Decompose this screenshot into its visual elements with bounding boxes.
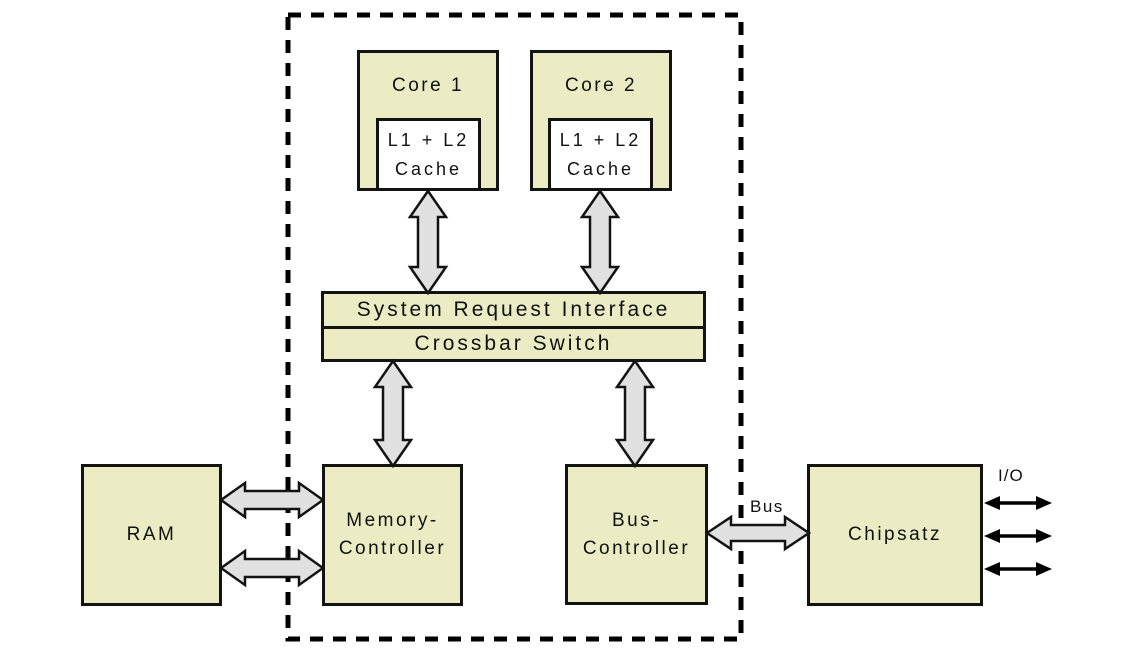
memory-controller-line2: Controller — [338, 538, 447, 559]
ram-box: RAM — [81, 464, 222, 606]
io-arrow-1-right-head — [1036, 496, 1052, 510]
core2-label: Core 2 — [564, 75, 638, 96]
arrow-cache1-sri — [407, 188, 449, 296]
memory-controller-line1: Memory- — [346, 510, 439, 531]
io-arrow-3 — [984, 562, 1052, 576]
io-arrow-2-left-head — [984, 529, 1000, 543]
system-request-interface-label: System Request Interface — [356, 298, 671, 321]
core2-cache-line2: Cache — [566, 158, 635, 179]
ram-label: RAM — [126, 524, 177, 545]
io-arrow-1 — [984, 496, 1052, 510]
chipset-box: Chipsatz — [807, 464, 983, 606]
arrow-bus-controller-chipset — [704, 514, 812, 552]
core1-cache-line2: Cache — [394, 158, 463, 179]
arrow-ram-memory-controller-upper — [218, 480, 326, 520]
core1-label: Core 1 — [391, 75, 465, 96]
core1-cache-line1: L1 + L2 — [387, 129, 470, 150]
bus-controller-line1: Bus- — [611, 509, 662, 531]
core2-cache-box: L1 + L2 Cache — [548, 118, 653, 191]
io-arrow-2-right-head — [1036, 529, 1052, 543]
bus-label: Bus — [750, 497, 784, 516]
core1-cache-box: L1 + L2 Cache — [376, 118, 481, 191]
cpu-die-boundary — [285, 12, 744, 642]
crossbar-switch-box: Crossbar Switch — [321, 326, 706, 362]
core2-cache-line1: L1 + L2 — [559, 129, 642, 150]
system-request-interface-box: System Request Interface — [321, 291, 706, 329]
crossbar-switch-label: Crossbar Switch — [414, 332, 613, 355]
arrow-crossbar-bus-controller — [614, 358, 656, 469]
io-arrow-3-right-head — [1036, 562, 1052, 576]
arrow-cache2-sri — [579, 188, 621, 296]
chipset-label: Chipsatz — [848, 524, 942, 545]
io-arrow-3-left-head — [984, 562, 1000, 576]
arrow-crossbar-memory-controller — [372, 358, 414, 469]
io-arrow-2 — [984, 529, 1052, 543]
bus-controller-line2: Controller — [582, 537, 691, 559]
arrow-ram-memory-controller-lower — [218, 548, 326, 588]
io-label: I/O — [998, 466, 1024, 485]
io-arrow-1-left-head — [984, 496, 1000, 510]
memory-controller-box: Memory- Controller — [322, 464, 463, 606]
